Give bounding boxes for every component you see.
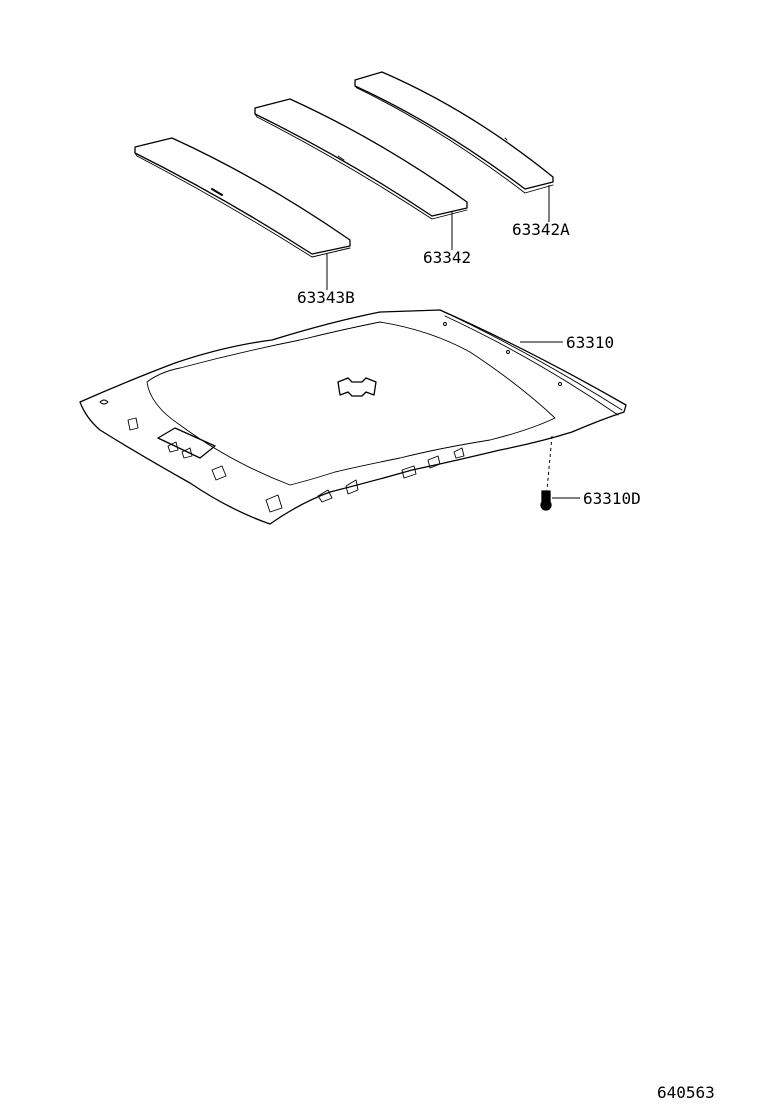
part-number-63310: 63310 bbox=[566, 333, 614, 352]
roof-pad-center-drawing bbox=[254, 98, 468, 220]
roof-pad-rear-drawing bbox=[354, 71, 554, 194]
roof-pad-front-drawing bbox=[134, 137, 351, 258]
part-number-63342: 63342 bbox=[423, 248, 471, 267]
roof-headlining-drawing bbox=[79, 309, 627, 525]
part-number-63343B: 63343B bbox=[297, 288, 355, 307]
part-number-63342A: 63342A bbox=[512, 220, 570, 239]
diagram-code: 640563 bbox=[657, 1083, 715, 1102]
leader-lines bbox=[326, 185, 580, 499]
headlining-clip-drawing bbox=[540, 490, 552, 511]
part-number-63310D: 63310D bbox=[583, 489, 641, 508]
leader-63310D-dashed bbox=[546, 435, 553, 491]
